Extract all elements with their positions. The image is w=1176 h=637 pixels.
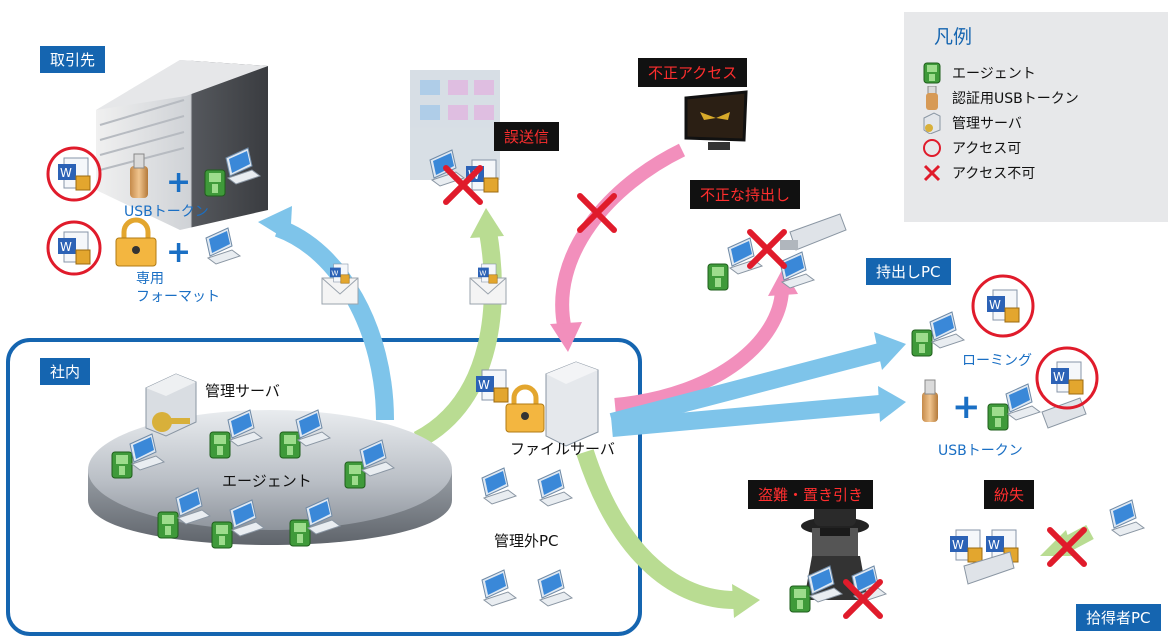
carry-out-pc-tag: 持出しPC: [866, 258, 951, 285]
arrow-unauthorized-access-head: [550, 322, 582, 352]
misdelivery-tag: 誤送信: [494, 122, 560, 151]
disk-agent-icon-4: [344, 461, 366, 489]
usb-document-icon: [1050, 361, 1084, 395]
roaming-pc-icon: [929, 311, 965, 349]
partner-document-icon-1: [57, 157, 91, 191]
legend-title: 凡例: [934, 26, 973, 48]
usb-pc-icon: [1005, 383, 1041, 421]
legend-label-access-denied: アクセス不可: [952, 165, 1036, 182]
arrow-to-partner: [274, 219, 394, 421]
unmanaged-pc-icon-2: [537, 469, 573, 507]
roaming-document-icon: [986, 289, 1020, 323]
carry-out-usb-icon: [780, 213, 847, 251]
usb-access-circle: [1035, 346, 1099, 410]
arrow-roaming-head: [874, 332, 906, 370]
disk-agent-icon-7: [289, 519, 311, 547]
arrow-unauthorized-access: [555, 143, 686, 332]
finder-pc-tag: 拾得者PC: [1076, 604, 1161, 631]
disk-agent-icon-3: [111, 451, 133, 479]
management-server-icon-legend: [922, 111, 942, 134]
arrow-to-misdelivery-head: [470, 208, 504, 238]
attacker-monitor-icon: [684, 90, 748, 150]
usb-token-label-partner: USBトークン: [124, 204, 209, 220]
access-denied-icon: [922, 163, 942, 183]
legend-label-usb-token: 認証用USBトークン: [952, 90, 1079, 107]
unmanaged-pc-icon-3: [481, 569, 517, 607]
arrow-usb-token: [611, 395, 881, 437]
legend-panel: 凡例 エージェント 認証用USBトークン 管理サーバ アクセス可: [904, 12, 1168, 222]
theft-tag: 盗難・置き引き: [748, 480, 874, 509]
unauthorized-access-tag: 不正アクセス: [638, 58, 748, 87]
unmanaged-pc-icon-4: [537, 569, 573, 607]
roaming-access-circle: [971, 274, 1035, 338]
dedicated-format-label-2: フォーマット: [136, 289, 220, 305]
usb-agent-icon: [987, 403, 1009, 431]
dedicated-format-label-1: 専用: [136, 271, 164, 287]
plus-icon-1: +: [166, 165, 191, 200]
legend-item-access-allowed: アクセス可: [922, 135, 1079, 160]
loss-excel-icon: [949, 529, 983, 563]
file-server-lock-icon: [505, 384, 545, 433]
unauthorized-carry-out-tag: 不正な持出し: [690, 180, 801, 209]
partner-tag: 取引先: [40, 46, 106, 73]
finder-pc-icon: [1109, 499, 1145, 537]
legend-label-management-server: 管理サーバ: [952, 115, 1022, 132]
internal-tag: 社内: [40, 358, 91, 385]
disk-agent-icon-6: [211, 521, 233, 549]
unmanaged-pc-icon-1: [481, 467, 517, 505]
management-server-label: 管理サーバ: [205, 382, 280, 400]
format-lock-icon: [115, 217, 157, 267]
internal-network-frame: [6, 338, 642, 636]
arrow-to-partner-head: [258, 206, 292, 242]
partner-pc-icon-2: [205, 227, 241, 265]
loss-usb-icon: [963, 551, 1015, 585]
arrow-usb-token-head: [878, 386, 906, 422]
partner-access-circle-2: [46, 220, 102, 276]
partner-access-circle-1: [46, 146, 102, 202]
disk-agent-icon-2: [279, 431, 301, 459]
access-allowed-icon: [922, 138, 942, 158]
unmanaged-pc-label: 管理外PC: [494, 532, 559, 550]
right-usb-token-icon: [922, 379, 938, 422]
carry-out-agent-icon: [707, 263, 729, 291]
partner-usb-token-icon: [130, 153, 148, 198]
legend-item-agent: エージェント: [922, 60, 1079, 85]
loss-tag: 紛失: [984, 480, 1035, 509]
legend-label-access-allowed: アクセス可: [952, 140, 1022, 157]
arrow-to-misdelivery: [413, 230, 502, 448]
roaming-agent-icon: [911, 329, 933, 357]
agent-icon: [922, 62, 942, 83]
arrow-theft: [576, 449, 736, 609]
disk-agent-icon-5: [157, 511, 179, 539]
plus-icon-2: +: [166, 235, 191, 270]
roaming-label: ローミング: [962, 353, 1032, 369]
usb-token-label-right: USBトークン: [938, 443, 1023, 459]
unauthorized-carry-out-cross: [750, 232, 784, 266]
plus-icon-3: +: [952, 387, 981, 427]
legend-list: エージェント 認証用USBトークン 管理サーバ アクセス可 アクセス不可: [922, 60, 1079, 185]
partner-agent-icon: [204, 169, 226, 197]
theft-agent-icon: [789, 585, 811, 613]
arrow-roaming: [609, 343, 883, 431]
legend-label-agent: エージェント: [952, 65, 1036, 82]
partner-document-icon-2: [57, 231, 91, 265]
carry-out-pc-icon-2: [779, 251, 815, 289]
file-server-label: ファイルサーバ: [510, 440, 615, 458]
legend-item-usb-token: 認証用USBトークン: [922, 85, 1079, 110]
arrow-unauthorized-carry-out: [614, 289, 789, 412]
arrow-theft-head: [732, 584, 760, 618]
legend-item-management-server: 管理サーバ: [922, 110, 1079, 135]
agent-label: エージェント: [222, 472, 312, 490]
file-server-icon: [545, 361, 599, 447]
usb-token-icon: [922, 85, 942, 110]
disk-agent-icon-1: [209, 431, 231, 459]
management-server-icon: [145, 373, 197, 437]
legend-item-access-denied: アクセス不可: [922, 160, 1079, 185]
